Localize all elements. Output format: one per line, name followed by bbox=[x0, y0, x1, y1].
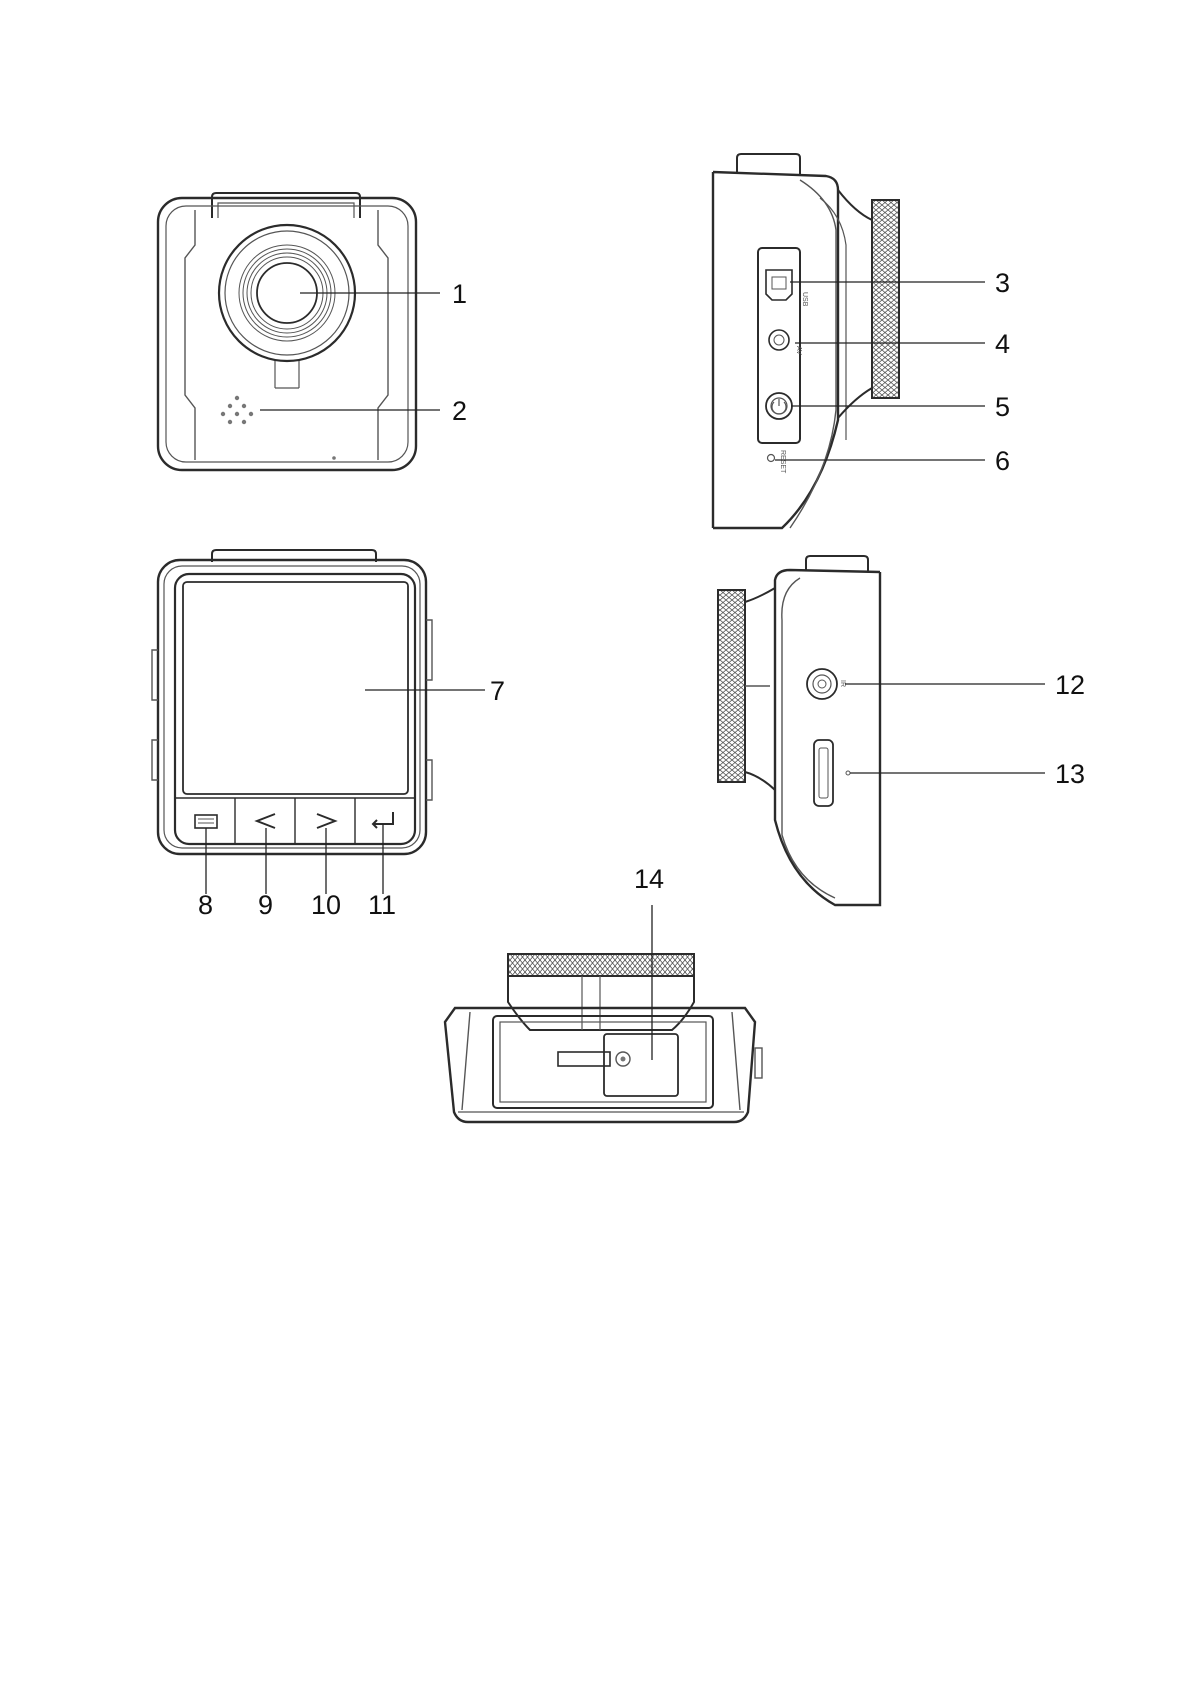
callout-label-1: 1 bbox=[452, 279, 467, 309]
menu-icon bbox=[195, 815, 217, 828]
callout-label-10: 10 bbox=[311, 890, 341, 920]
callout-label-4: 4 bbox=[995, 329, 1010, 359]
svg-text:AV: AV bbox=[795, 346, 802, 355]
speaker-grille bbox=[221, 396, 253, 424]
bottom-view bbox=[445, 905, 762, 1122]
memory-card-slot-icon bbox=[814, 740, 833, 806]
callout-label-9: 9 bbox=[258, 890, 273, 920]
display-screen bbox=[183, 582, 408, 794]
callout-label-3: 3 bbox=[995, 268, 1010, 298]
callout-label-2: 2 bbox=[452, 396, 467, 426]
callout-label-13: 13 bbox=[1055, 759, 1085, 789]
callout-label-8: 8 bbox=[198, 890, 213, 920]
port-12-icon bbox=[807, 669, 837, 699]
svg-text:IR: IR bbox=[839, 680, 846, 687]
av-port-icon bbox=[769, 330, 789, 350]
callout-label-6: 6 bbox=[995, 446, 1010, 476]
callout-label-5: 5 bbox=[995, 392, 1010, 422]
left-side-view: IR bbox=[718, 556, 1045, 905]
svg-text:RESET: RESET bbox=[779, 450, 786, 474]
svg-text:USB: USB bbox=[801, 292, 808, 307]
rear-view bbox=[152, 550, 485, 894]
right-arrow-icon bbox=[317, 814, 335, 828]
callout-label-14: 14 bbox=[634, 864, 664, 894]
usb-port-icon bbox=[766, 270, 792, 300]
callout-label-12: 12 bbox=[1055, 670, 1085, 700]
right-side-view: USB AV RESET bbox=[713, 154, 985, 528]
mount-cover bbox=[604, 1034, 678, 1096]
reset-hole-icon bbox=[768, 455, 775, 462]
callout-label-7: 7 bbox=[490, 676, 505, 706]
front-view bbox=[158, 193, 440, 470]
left-arrow-icon bbox=[257, 814, 275, 828]
callout-label-11: 11 bbox=[368, 890, 396, 920]
